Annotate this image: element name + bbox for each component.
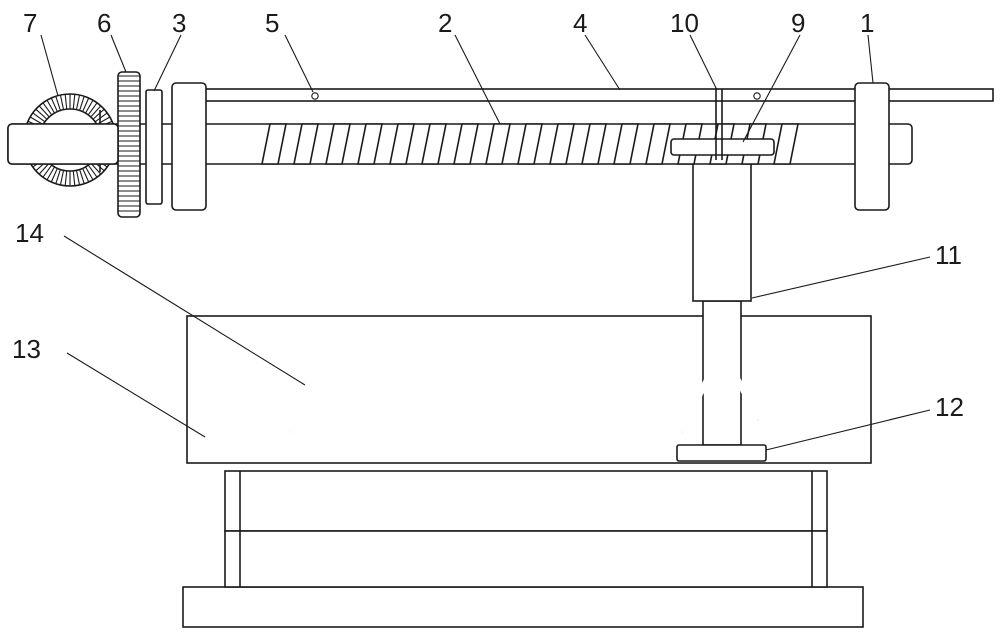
- bevel-tooth: [90, 162, 102, 175]
- base-stand: [182, 470, 864, 628]
- bearing-3: [145, 89, 163, 205]
- housing-box: [186, 315, 872, 464]
- label-11: 11: [935, 240, 962, 270]
- label-6: 6: [97, 8, 111, 38]
- callout-labels: 7 6 3 5 2 4 10 9 1 11 12 13 14: [12, 8, 964, 422]
- label-5: 5: [265, 8, 279, 38]
- bevel-tooth: [64, 170, 68, 186]
- label-3: 3: [172, 8, 186, 38]
- bevel-tooth: [90, 105, 102, 118]
- thread: [261, 123, 287, 165]
- spring-tail: [679, 341, 761, 434]
- bevel-tooth: [82, 168, 90, 183]
- outer-sleeve: [692, 154, 752, 302]
- label-12: 12: [935, 392, 964, 422]
- bevel-tooth: [55, 169, 61, 184]
- label-4: 4: [573, 8, 587, 38]
- screw-threads: [261, 123, 799, 165]
- bevel-tooth: [85, 99, 94, 114]
- bevel-tooth: [82, 97, 90, 112]
- thread: [517, 123, 543, 165]
- bevel-tooth: [87, 102, 98, 116]
- label-13: 13: [12, 334, 41, 364]
- thread: [613, 123, 639, 165]
- bevel-tooth: [79, 169, 85, 184]
- label-1: 1: [860, 8, 874, 38]
- shaft-end: [7, 123, 119, 165]
- label-14: 14: [15, 218, 44, 248]
- bearing-blocks: [145, 82, 890, 211]
- bevel-tooth: [79, 96, 85, 111]
- thread: [549, 123, 575, 165]
- thread: [325, 123, 351, 165]
- bevel-tooth: [46, 166, 55, 181]
- bevel-tooth: [50, 97, 58, 112]
- thread: [645, 123, 671, 165]
- bevel-tooth: [75, 170, 81, 186]
- bevel-tooth: [42, 102, 53, 116]
- bevel-tooth: [59, 94, 65, 110]
- thread: [421, 123, 447, 165]
- base-block-lower: [224, 530, 828, 588]
- spur-gear: [117, 71, 141, 218]
- label-10: 10: [670, 8, 699, 38]
- thread: [485, 123, 511, 165]
- thread: [453, 123, 479, 165]
- rail-hole: [311, 92, 319, 100]
- foot-pad: [676, 444, 767, 462]
- thread: [581, 123, 607, 165]
- label-2: 2: [438, 8, 452, 38]
- label-7: 7: [23, 8, 37, 38]
- bevel-tooth: [32, 112, 46, 123]
- thread: [389, 123, 415, 165]
- bevel-tooth: [46, 99, 55, 114]
- label-9: 9: [791, 8, 805, 38]
- bearing-left: [171, 82, 207, 211]
- thread: [293, 123, 319, 165]
- bevel-tooth: [75, 94, 81, 110]
- screw-shaft: [7, 123, 913, 165]
- thread: [357, 123, 383, 165]
- base-block-upper: [224, 470, 828, 532]
- base-plate: [182, 586, 864, 628]
- bevel-tooth: [85, 166, 94, 181]
- bevel-tooth: [55, 96, 61, 111]
- bevel-tooth: [42, 164, 53, 178]
- bevel-tooth: [64, 94, 68, 110]
- bevel-tooth: [38, 105, 50, 118]
- bevel-tooth: [72, 170, 76, 186]
- spur-gear-body: [117, 71, 141, 218]
- bevel-tooth: [87, 164, 98, 178]
- thread: [773, 123, 799, 165]
- bevel-tooth: [35, 108, 48, 120]
- bevel-tooth: [50, 168, 58, 183]
- housing-box-outline: [186, 315, 872, 464]
- bevel-gear: [7, 93, 119, 187]
- bevel-tooth: [38, 162, 50, 175]
- bevel-tooth: [94, 112, 108, 123]
- bevel-tooth: [72, 94, 76, 110]
- leader-lines: [40, 34, 931, 451]
- rail-hole: [753, 92, 761, 100]
- bevel-tooth: [59, 170, 65, 186]
- gear-teeth: [118, 75, 140, 212]
- bearing-1: [854, 82, 890, 211]
- bevel-tooth: [92, 108, 105, 120]
- slider-nut: [670, 89, 775, 160]
